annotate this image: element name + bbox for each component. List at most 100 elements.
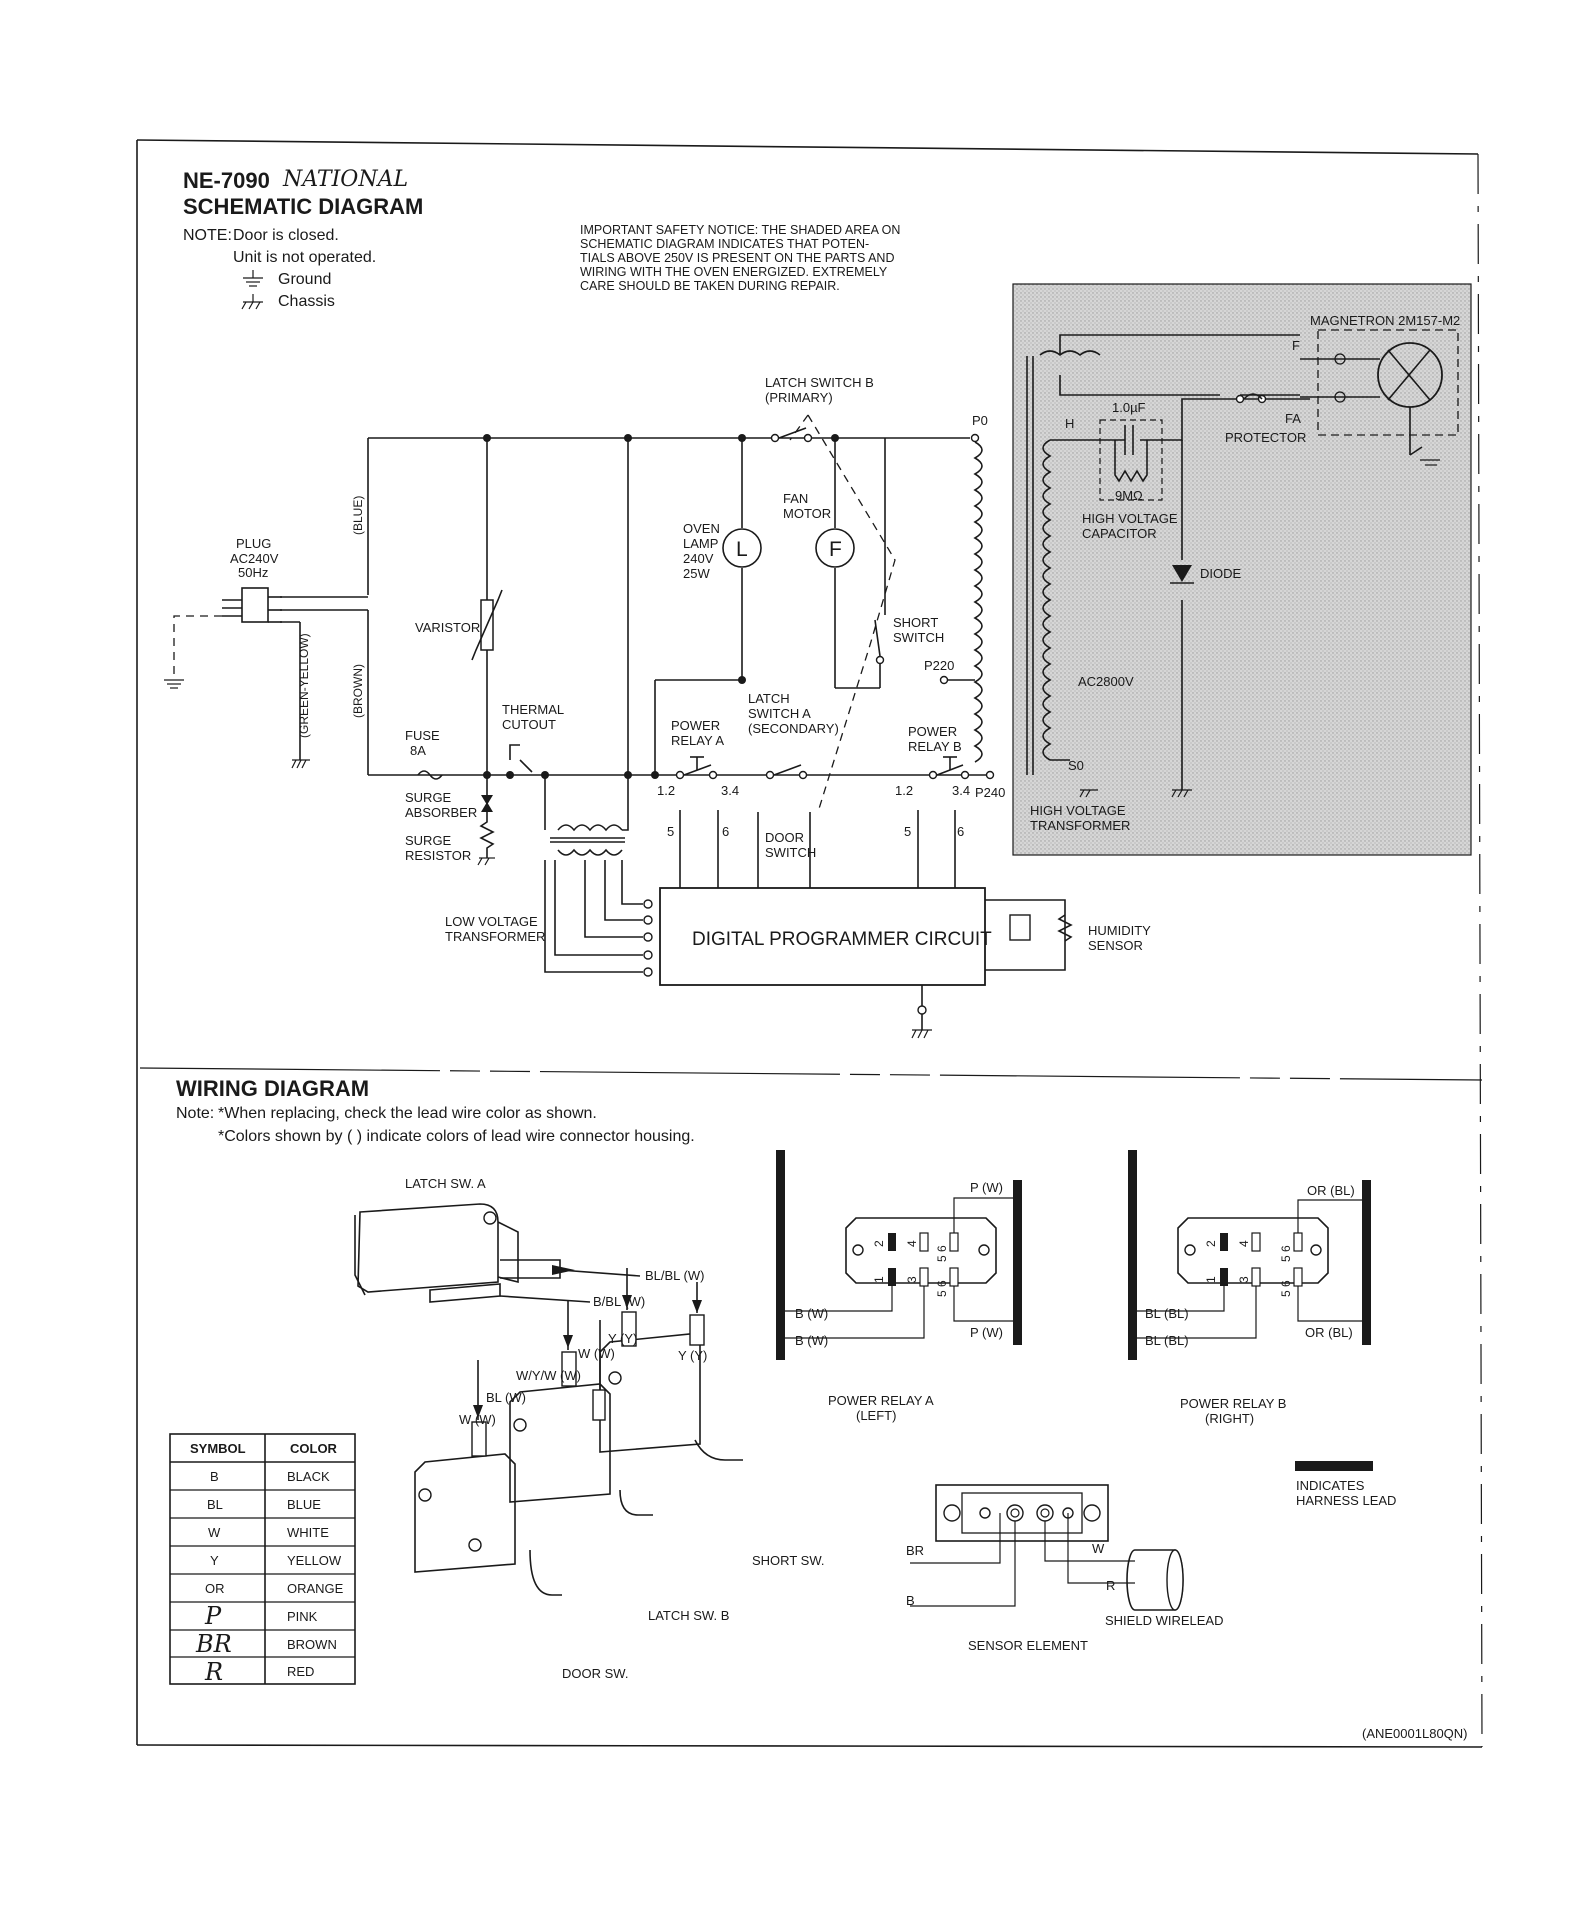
high-voltage-shaded-area <box>1012 283 1472 856</box>
svg-text:4: 4 <box>1237 1240 1251 1247</box>
svg-text:TRANSFORMER: TRANSFORMER <box>445 929 545 944</box>
svg-text:HIGH VOLTAGE: HIGH VOLTAGE <box>1030 803 1126 818</box>
svg-text:(PRIMARY): (PRIMARY) <box>765 390 833 405</box>
svg-text:PROTECTOR: PROTECTOR <box>1225 430 1306 445</box>
svg-text:BL (BL): BL (BL) <box>1145 1306 1189 1321</box>
svg-text:BLACK: BLACK <box>287 1469 330 1484</box>
svg-text:RELAY B: RELAY B <box>908 739 962 754</box>
table-row: BR <box>195 1630 232 1658</box>
svg-text:VARISTOR: VARISTOR <box>415 620 480 635</box>
svg-text:TRANSFORMER: TRANSFORMER <box>1030 818 1130 833</box>
programmer-label: DIGITAL PROGRAMMER CIRCUIT <box>692 929 992 950</box>
hv-circuit <box>1070 394 1310 790</box>
svg-text:P0: P0 <box>972 413 988 428</box>
svg-text:SWITCH A: SWITCH A <box>748 706 811 721</box>
svg-text:LATCH SWITCH B: LATCH SWITCH B <box>765 375 874 390</box>
ground-label: Ground <box>278 271 331 288</box>
svg-text:1.0µF: 1.0µF <box>1112 400 1146 415</box>
svg-text:1.2: 1.2 <box>657 783 675 798</box>
svg-text:LATCH: LATCH <box>748 691 790 706</box>
svg-text:P240: P240 <box>975 785 1005 800</box>
svg-text:L: L <box>736 538 748 561</box>
filament-winding <box>1039 334 1300 396</box>
svg-text:HUMIDITY: HUMIDITY <box>1088 923 1151 938</box>
svg-text:AC2800V: AC2800V <box>1078 674 1134 689</box>
sensor-element-drawing: BR B W R SHIELD WIRELEAD SENSOR ELEMENT <box>906 1484 1223 1653</box>
svg-text:3: 3 <box>1237 1276 1251 1283</box>
svg-text:(SECONDARY): (SECONDARY) <box>748 721 839 736</box>
oven-lamp-symbol: L <box>722 528 762 568</box>
svg-text:S0: S0 <box>1068 758 1084 773</box>
relay-contacts <box>683 756 964 776</box>
svg-text:W/Y/W (W): W/Y/W (W) <box>516 1368 581 1383</box>
svg-text:WHITE: WHITE <box>287 1525 329 1540</box>
power-relay-b-drawing: 2 4 1 3 5 6 5 6 OR (BL) OR (BL) BL (BL) … <box>1128 1150 1371 1426</box>
svg-text:CUTOUT: CUTOUT <box>502 717 556 732</box>
svg-text:BL/BL (W): BL/BL (W) <box>645 1268 704 1283</box>
wire-brown-label: (BROWN) <box>351 664 365 718</box>
svg-text:8A: 8A <box>410 743 426 758</box>
svg-text:YELLOW: YELLOW <box>287 1553 342 1568</box>
svg-text:4: 4 <box>905 1240 919 1247</box>
svg-text:SENSOR ELEMENT: SENSOR ELEMENT <box>968 1638 1088 1653</box>
svg-text:OVEN: OVEN <box>683 521 720 536</box>
svg-text:2: 2 <box>1204 1240 1218 1247</box>
page-title: SCHEMATIC DIAGRAM <box>183 194 423 219</box>
chassis-label: Chassis <box>278 293 335 310</box>
document-code: (ANE0001L80QN) <box>1362 1726 1468 1741</box>
svg-text:B: B <box>906 1593 915 1608</box>
note-door: Door is closed. <box>233 227 339 244</box>
svg-text:SWITCH: SWITCH <box>765 845 816 860</box>
svg-text:THERMAL: THERMAL <box>502 702 564 717</box>
programmer-inputs <box>643 899 653 977</box>
svg-text:MAGNETRON 2M157-M2: MAGNETRON 2M157-M2 <box>1310 313 1460 328</box>
svg-text:RED: RED <box>287 1664 314 1679</box>
wiring-note-2: *Colors shown by ( ) indicate colors of … <box>218 1128 695 1145</box>
svg-text:W (W): W (W) <box>459 1412 496 1427</box>
humidity-sensor-symbol <box>1009 914 1073 942</box>
svg-text:R: R <box>1106 1578 1115 1593</box>
svg-text:BL (BL): BL (BL) <box>1145 1333 1189 1348</box>
table-row: W <box>208 1525 221 1540</box>
svg-text:TIALS ABOVE 250V IS PRESENT ON: TIALS ABOVE 250V IS PRESENT ON THE PARTS… <box>580 251 894 265</box>
svg-text:POWER RELAY B: POWER RELAY B <box>1180 1396 1286 1411</box>
svg-text:Y (Y): Y (Y) <box>678 1348 707 1363</box>
svg-text:POWER: POWER <box>908 724 957 739</box>
svg-text:BL (W): BL (W) <box>486 1390 526 1405</box>
table-row: OR <box>205 1581 225 1596</box>
svg-text:6: 6 <box>722 824 729 839</box>
wiring-title: WIRING DIAGRAM <box>176 1076 369 1101</box>
svg-text:FA: FA <box>1285 411 1301 426</box>
svg-text:BROWN: BROWN <box>287 1637 337 1652</box>
ground-icon <box>243 270 263 287</box>
svg-text:DOOR SW.: DOOR SW. <box>562 1666 628 1681</box>
protector-symbol <box>1235 393 1267 404</box>
svg-text:POWER: POWER <box>671 718 720 733</box>
svg-text:5 6: 5 6 <box>935 1280 949 1297</box>
svg-text:PLUG: PLUG <box>236 536 271 551</box>
chassis-ground-symbol <box>291 759 310 769</box>
surge-absorber-symbol <box>477 775 495 866</box>
svg-text:(RIGHT): (RIGHT) <box>1205 1411 1254 1426</box>
color-table-header-color: COLOR <box>290 1441 338 1456</box>
wire-blue-label: (BLUE) <box>351 496 365 535</box>
svg-text:ABSORBER: ABSORBER <box>405 805 477 820</box>
svg-text:OR (BL): OR (BL) <box>1307 1183 1355 1198</box>
svg-text:SCHEMATIC DIAGRAM INDICATES TH: SCHEMATIC DIAGRAM INDICATES THAT POTEN- <box>580 237 869 251</box>
svg-text:LATCH SW. A: LATCH SW. A <box>405 1176 486 1191</box>
switch-linkage <box>789 414 896 813</box>
svg-text:WIRING WITH THE OVEN ENERGIZED: WIRING WITH THE OVEN ENERGIZED. EXTREMEL… <box>580 265 888 279</box>
svg-text:3.4: 3.4 <box>952 783 970 798</box>
magnetron-symbol <box>1300 329 1459 461</box>
svg-text:240V: 240V <box>683 551 714 566</box>
svg-text:W (W): W (W) <box>578 1346 615 1361</box>
svg-text:LOW VOLTAGE: LOW VOLTAGE <box>445 914 538 929</box>
svg-text:LATCH SW. B: LATCH SW. B <box>648 1608 729 1623</box>
svg-text:RESISTOR: RESISTOR <box>405 848 471 863</box>
svg-text:HARNESS LEAD: HARNESS LEAD <box>1296 1493 1396 1508</box>
svg-text:5: 5 <box>904 824 911 839</box>
harness-legend: INDICATES HARNESS LEAD <box>1295 1461 1396 1508</box>
svg-text:3.4: 3.4 <box>721 783 739 798</box>
svg-text:1: 1 <box>1204 1276 1218 1283</box>
hv-grounds <box>1079 464 1437 798</box>
